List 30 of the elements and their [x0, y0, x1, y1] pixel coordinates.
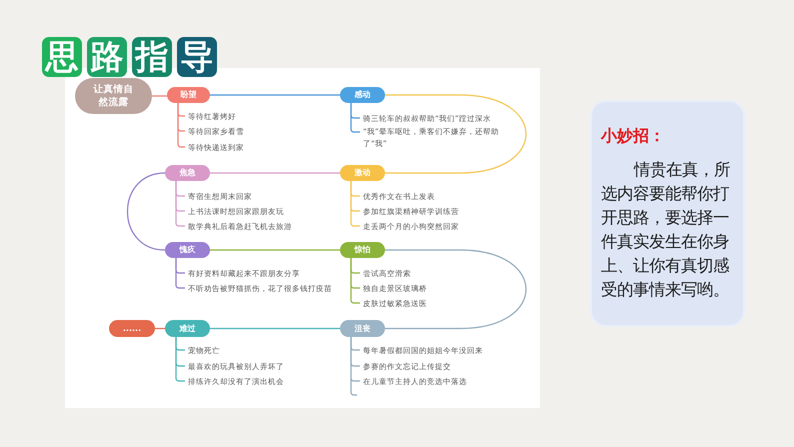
branch-line	[175, 258, 185, 289]
connector-line	[210, 172, 340, 174]
connector-line	[210, 328, 340, 330]
branch-line	[350, 103, 360, 133]
connector-line	[152, 95, 167, 97]
topic-pill: ......	[109, 320, 155, 337]
topic-pill: 盼望	[167, 87, 210, 103]
tip-heading: 小妙招：	[601, 125, 665, 147]
tip-text: 情贵在真，所选内容要能帮你打开思路，要选择一件真实发生在你身上、让你有真切感受的事情来写哟。	[601, 159, 731, 301]
central-topic-pill: 让真情自然流露	[75, 78, 152, 114]
connector-line	[210, 249, 340, 251]
curved-connector	[385, 94, 526, 174]
curved-connector	[385, 249, 526, 330]
branch-line	[350, 181, 360, 227]
topic-pill: 沮丧	[340, 320, 385, 337]
topic-pill: 愧疚	[165, 242, 210, 258]
branch-line	[350, 336, 361, 396]
branch-line	[177, 103, 185, 148]
topic-pill: 焦急	[165, 165, 210, 181]
topic-pill: 惊怕	[340, 242, 385, 258]
connector-line	[210, 94, 340, 96]
title: 思路指导	[42, 37, 217, 77]
topic-pill: 感动	[340, 87, 385, 103]
branch-line	[175, 337, 185, 382]
branch-line	[350, 258, 360, 304]
curved-connector	[126, 172, 166, 251]
connector-line	[155, 328, 165, 330]
topic-pill: 激动	[340, 165, 385, 181]
branch-line	[175, 181, 185, 227]
topic-pill: 难过	[165, 320, 210, 337]
